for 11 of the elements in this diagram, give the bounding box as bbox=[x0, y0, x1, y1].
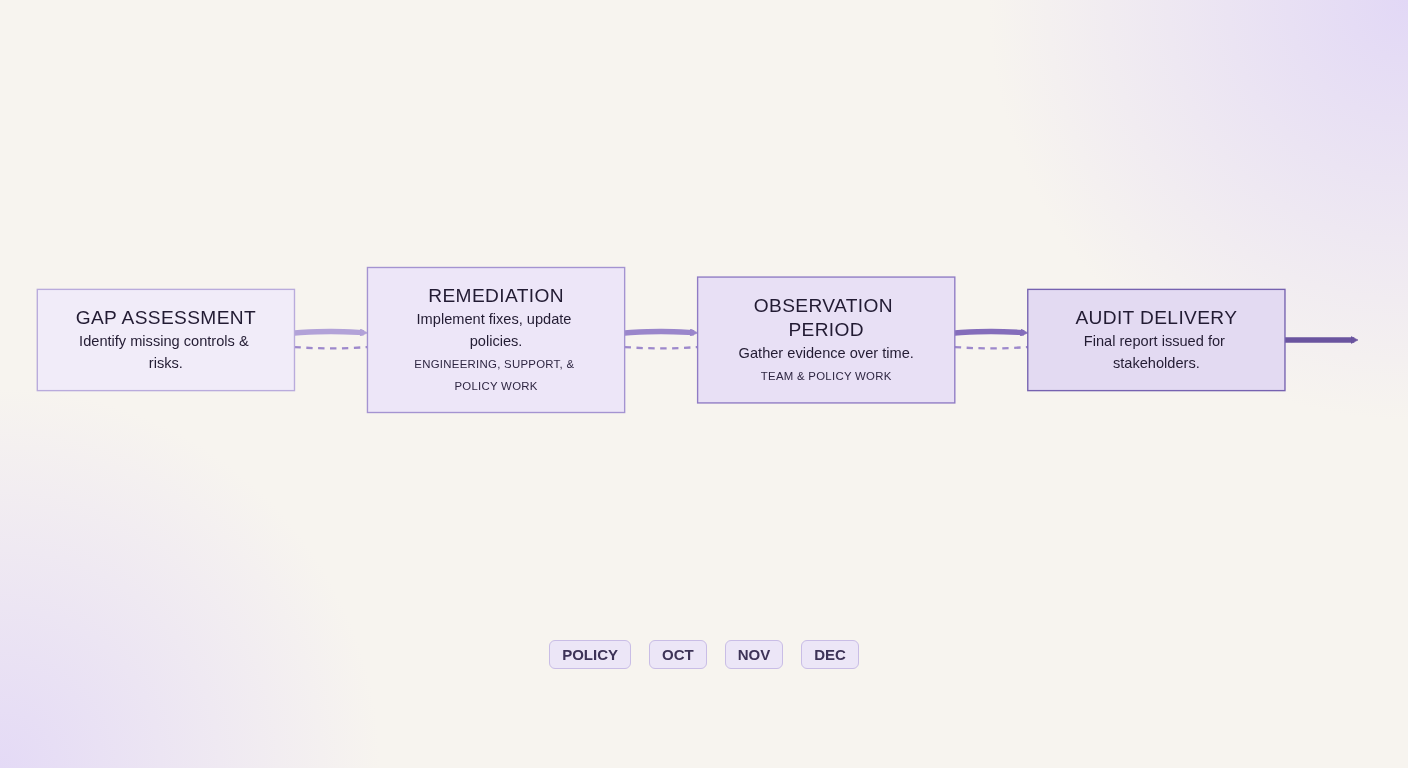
arrow bbox=[624, 328, 698, 337]
icon-label: DEC bbox=[801, 640, 859, 669]
arrow bbox=[1284, 336, 1359, 344]
icon-label: OCT bbox=[649, 640, 707, 669]
node-box: OBSERVATION PERIOD Gather evidence over time. TEAM & POLICY WORK bbox=[696, 276, 956, 404]
icon-label: NOV bbox=[724, 640, 784, 669]
node-box: REMEDIATION Implement fixes, update policies. ENGINEERING, SUPPORT, & POLICY WORK bbox=[366, 266, 626, 414]
icon-label: POLICY bbox=[549, 640, 631, 669]
node-box: AUDIT DELIVERY Final report issued for stakeholders. bbox=[1027, 288, 1286, 392]
arrow bbox=[294, 328, 368, 337]
node-box: GAP ASSESSMENT Identify missing controls & risks. bbox=[36, 288, 296, 392]
